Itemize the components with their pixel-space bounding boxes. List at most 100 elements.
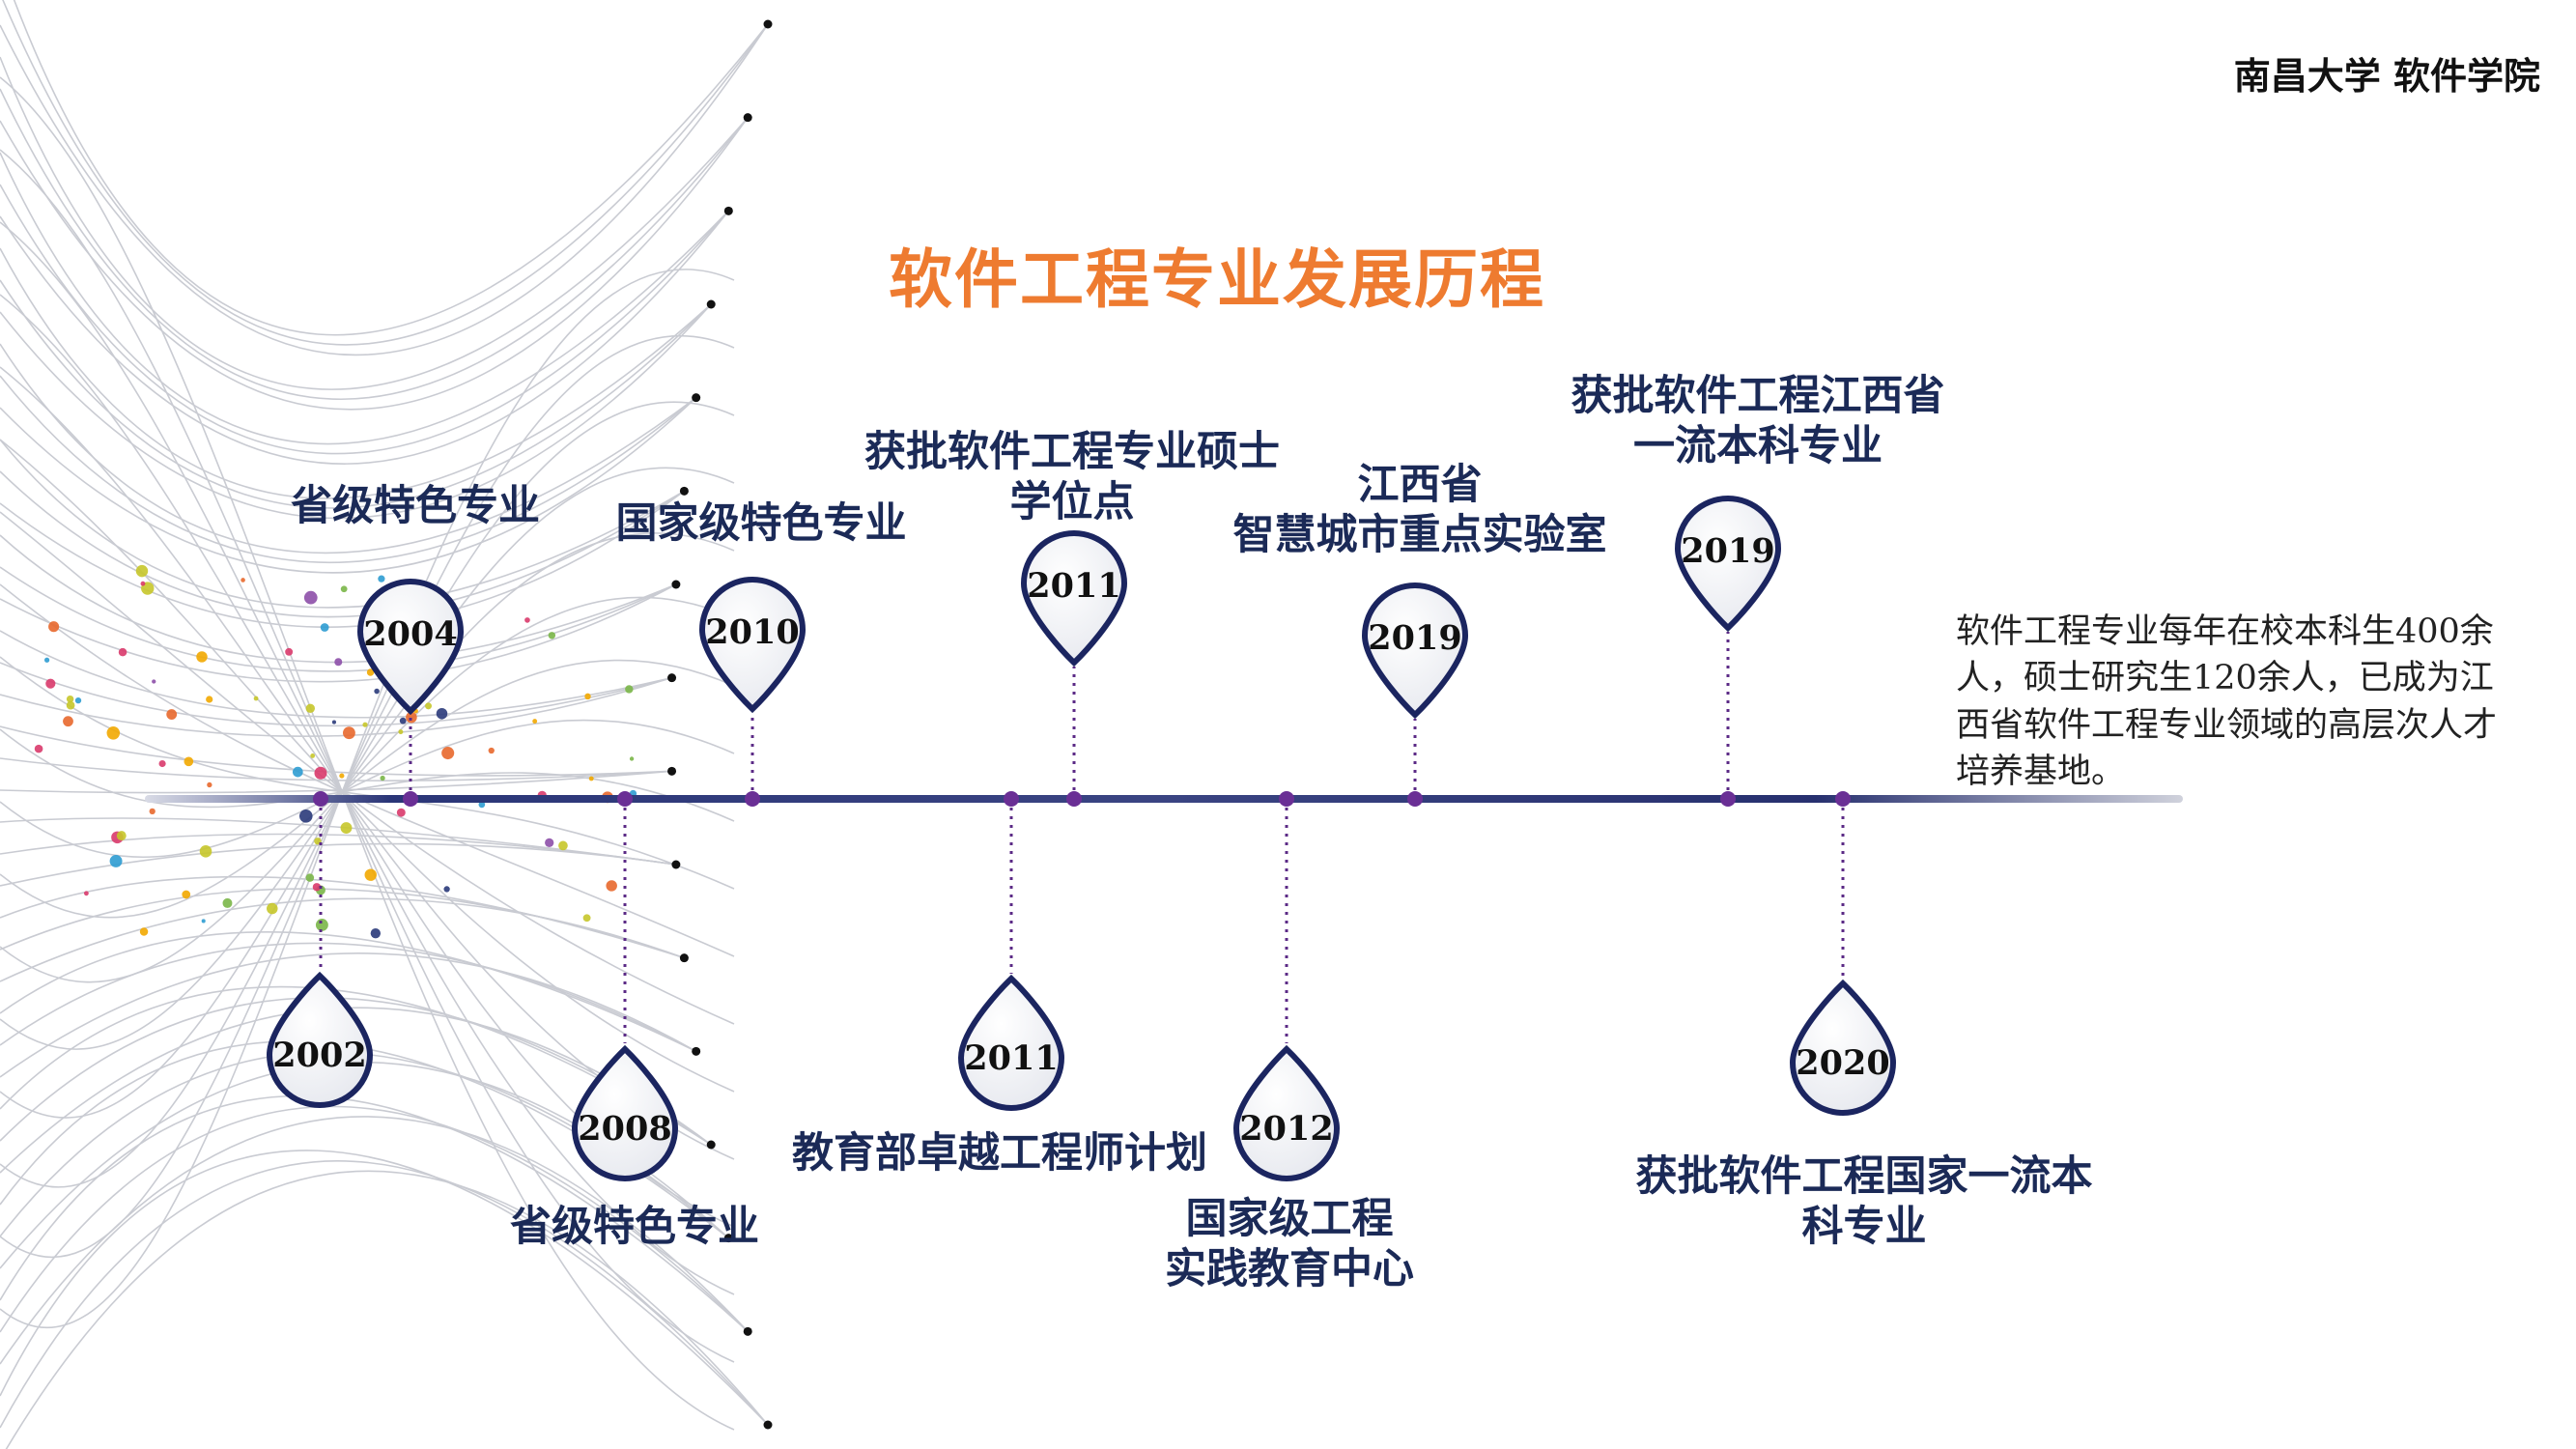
year-pin-2012: 2012	[1229, 1039, 1345, 1184]
mesh-line	[0, 725, 672, 777]
confetti-dot	[629, 756, 635, 761]
mesh-node-dot	[723, 1234, 733, 1243]
event-label-2010: 国家级特色专业	[615, 499, 907, 548]
confetti-dot	[206, 696, 213, 703]
year-pin-2008: 2008	[567, 1039, 683, 1184]
timeline-node	[1004, 791, 1019, 807]
mesh-line	[0, 470, 685, 618]
confetti-dot	[443, 886, 450, 893]
mesh-node-dot	[692, 393, 701, 403]
timeline-connectors	[313, 632, 1851, 1043]
mesh-line	[0, 630, 672, 719]
mesh-line	[0, 1116, 749, 1365]
mesh-node-dot	[763, 19, 773, 29]
year-pin-2011-below: 2011	[953, 969, 1069, 1114]
confetti-dot	[305, 873, 315, 882]
mesh-node-dot	[706, 1140, 716, 1150]
confetti-dot	[253, 696, 259, 701]
mesh-line	[0, 1160, 769, 1429]
confetti-dot	[207, 781, 212, 788]
mesh-line	[0, 467, 735, 1119]
confetti-dot	[292, 766, 303, 778]
mesh-line	[0, 728, 735, 822]
mesh-node-dot	[706, 299, 716, 309]
confetti-dot	[334, 658, 343, 667]
mesh-line	[0, 439, 735, 1093]
mesh-line	[0, 303, 712, 520]
mesh-node-dot	[679, 486, 689, 496]
confetti-dot	[74, 697, 82, 704]
mesh-node-dot	[743, 1326, 752, 1336]
mesh-node-dot	[667, 766, 677, 776]
mesh-line	[0, 343, 697, 554]
confetti-dot	[149, 808, 156, 815]
confetti-dot	[340, 822, 353, 834]
confetti-dot	[425, 702, 433, 710]
mesh-line	[0, 534, 677, 664]
confetti-dot	[109, 854, 123, 867]
event-label-2020: 获批软件工程国家一流本 科专业	[1635, 1152, 2093, 1252]
mesh-line	[0, 842, 677, 887]
confetti-dot	[184, 756, 194, 767]
confetti-dot	[63, 716, 73, 727]
confetti-dot	[34, 744, 43, 753]
confetti-dot	[158, 759, 166, 768]
confetti-dot	[140, 581, 146, 586]
confetti-dot	[116, 831, 127, 841]
confetti-dot	[310, 753, 316, 758]
confetti-dot	[199, 845, 212, 858]
year-pin-2019-province: 2019	[1670, 493, 1786, 638]
mesh-line	[0, 583, 735, 957]
confetti-dot	[48, 621, 60, 633]
event-label-2012: 国家级工程 实践教育中心	[1165, 1195, 1414, 1294]
event-label-2011-below: 教育部卓越工程师计划	[792, 1129, 1207, 1178]
mesh-line	[0, 279, 712, 509]
mesh-line	[0, 833, 677, 866]
confetti-dot	[222, 897, 233, 908]
confetti-dot	[45, 678, 56, 689]
mesh-node-dot	[723, 206, 733, 215]
confetti-dot	[584, 693, 591, 700]
timeline-node	[313, 791, 328, 807]
confetti-dot	[166, 709, 178, 720]
timeline-node	[1720, 791, 1736, 807]
mesh-line	[0, 897, 685, 982]
confetti-dot	[625, 685, 634, 694]
mesh-line	[0, 152, 729, 445]
confetti-dot	[488, 747, 495, 754]
mesh-line	[0, 931, 697, 1053]
timeline-axis	[145, 795, 2183, 803]
confetti-dot	[370, 928, 382, 939]
confetti-dot	[139, 927, 149, 936]
mesh-node-dot	[667, 673, 677, 683]
confetti-dot	[196, 651, 208, 663]
confetti-dot	[66, 700, 75, 710]
summary-text: 软件工程专业每年在校本科生400余人，硕士研究生120余人，已成为江西省软件工程…	[1956, 612, 2498, 791]
event-label-2011-above: 获批软件工程专业硕士 学位点	[864, 428, 1280, 527]
confetti-dot	[66, 695, 74, 703]
confetti-dot	[182, 890, 191, 899]
confetti-dot	[362, 722, 368, 727]
mesh-line	[0, 375, 697, 564]
confetti-dot	[331, 720, 336, 724]
confetti-dot	[267, 902, 278, 915]
mesh-line	[0, 221, 735, 1295]
confetti-dot	[588, 776, 594, 781]
confetti-dot	[339, 773, 345, 779]
confetti-dot	[366, 668, 375, 676]
mesh-line	[0, 247, 712, 499]
mesh-line	[0, 269, 735, 1329]
timeline-node	[617, 791, 633, 807]
mesh-line	[0, 662, 672, 727]
confetti-dot	[441, 747, 455, 760]
confetti-dot	[558, 840, 568, 851]
mesh-line	[0, 656, 735, 890]
mesh-line	[0, 210, 729, 465]
mesh-line	[0, 401, 735, 1188]
confetti-dot	[83, 891, 89, 896]
confetti-dot	[364, 868, 377, 881]
mesh-line	[0, 490, 685, 629]
mesh-line	[0, 397, 697, 574]
event-label-2008: 省级特色专业	[510, 1203, 759, 1251]
year-pin-2010: 2010	[694, 574, 810, 719]
